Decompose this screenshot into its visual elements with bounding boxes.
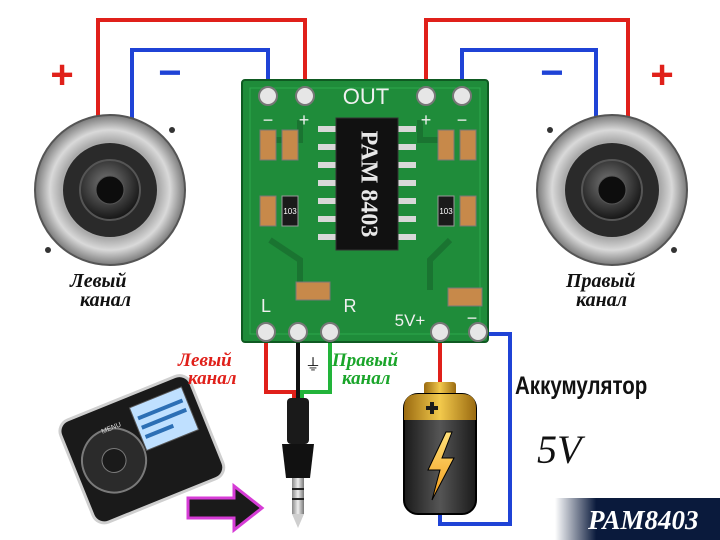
left-speaker-label-line1: Левый xyxy=(70,270,127,292)
board-left-minus: − xyxy=(263,110,274,130)
supply-label: 5V+ xyxy=(395,311,426,330)
left-speaker-label-line2: канал xyxy=(80,289,132,311)
brand-banner xyxy=(555,498,720,540)
battery-title: Аккумулятор xyxy=(515,372,648,400)
left-input-label: Левый канал xyxy=(178,350,237,389)
board-left-plus: + xyxy=(299,110,310,130)
left-input-label-line2: канал xyxy=(188,368,237,389)
left-input-pin-label: L xyxy=(261,296,271,316)
right-speaker-label-line2: канал xyxy=(576,289,628,311)
right-speaker-label: Правый канал xyxy=(566,270,636,311)
left-speaker-positive-wire xyxy=(96,18,307,128)
arrow-right-icon xyxy=(186,482,265,534)
supply-minus: − xyxy=(467,308,478,328)
right-speaker-negative-wire xyxy=(460,48,598,130)
audio-jack-icon xyxy=(282,398,314,528)
resistor-code-left: 103 xyxy=(283,207,297,216)
ground-symbol-icon: ⏚ xyxy=(305,355,321,374)
chip-label: PAM 8403 xyxy=(355,131,381,238)
left-speaker-label: Левый канал xyxy=(70,270,132,311)
resistor-code-right: 103 xyxy=(439,207,453,216)
brand-label: PAM8403 xyxy=(588,505,699,535)
mp3-player-icon: MENU xyxy=(58,374,226,525)
battery-icon xyxy=(403,382,477,515)
battery-voltage: 5V xyxy=(537,427,582,472)
right-input-label: Правый канал xyxy=(332,350,399,389)
chip-pins xyxy=(318,126,416,240)
left-speaker-negative-wire xyxy=(130,48,270,130)
right-speaker-plus: + xyxy=(650,53,673,97)
right-speaker-minus: − xyxy=(540,51,563,95)
board-right-minus: − xyxy=(457,110,468,130)
left-speaker-icon xyxy=(34,114,186,266)
board-right-plus: + xyxy=(421,110,432,130)
battery-negative-wire xyxy=(438,332,512,526)
out-label: OUT xyxy=(343,84,389,109)
right-speaker-label-line1: Правый xyxy=(566,270,636,292)
left-speaker-minus: − xyxy=(158,51,181,95)
left-input-label-line1: Левый xyxy=(178,350,232,371)
right-speaker-positive-wire xyxy=(424,18,630,128)
right-input-label-line2: канал xyxy=(342,368,391,389)
pam8403-chip xyxy=(335,117,399,251)
left-input-wire xyxy=(264,334,296,402)
right-input-wire xyxy=(300,334,332,402)
right-input-pin-label: R xyxy=(344,296,357,316)
right-input-label-line1: Правый xyxy=(332,350,399,371)
right-speaker-icon xyxy=(536,114,688,266)
left-speaker-plus: + xyxy=(50,53,73,97)
